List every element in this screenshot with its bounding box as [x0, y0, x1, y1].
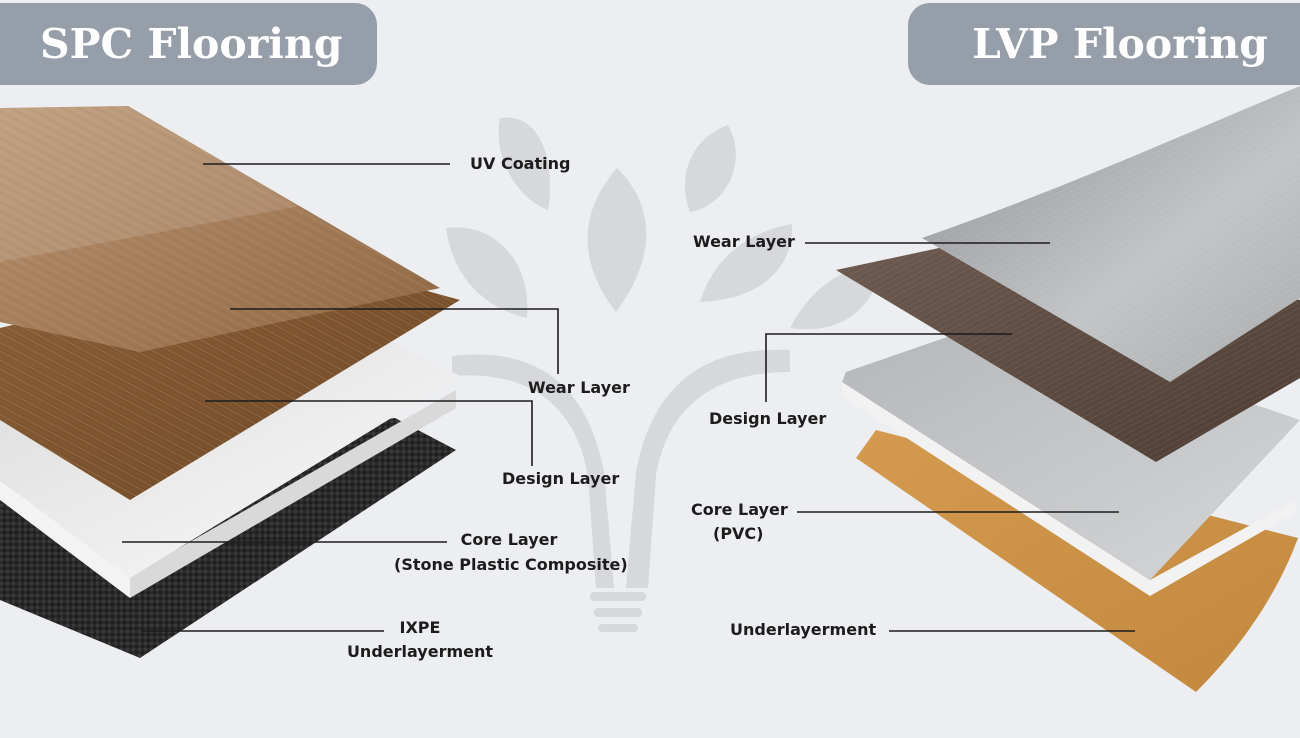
spc-core-edge-line: [130, 390, 456, 598]
lvp-core-layer-detail: (PVC): [713, 524, 764, 543]
lvp-design-layer-label: Design Layer: [709, 409, 827, 428]
lvp-wear-brush: [922, 86, 1300, 382]
spc-core-layer-detail: (Stone Plastic Composite): [394, 555, 628, 574]
lvp-design-leader: [765, 333, 1012, 402]
spc-layers: [0, 106, 460, 658]
lvp-title-banner: LVP Flooring: [908, 3, 1300, 85]
watermark-tree-icon: [446, 117, 885, 632]
spc-wear-sheen: [0, 106, 300, 262]
spc-uv-coating-label: UV Coating: [470, 154, 571, 173]
spc-title: SPC Flooring: [40, 20, 343, 68]
lvp-title: LVP Flooring: [972, 20, 1268, 68]
lvp-underlayment-label: Underlayerment: [730, 620, 877, 639]
lvp-wear-layer-label: Wear Layer: [693, 232, 795, 251]
spc-design-layer-label: Design Layer: [502, 469, 620, 488]
spc-title-banner: SPC Flooring: [0, 3, 377, 85]
lvp-core-layer-label: Core Layer (PVC): [691, 500, 788, 544]
spc-core-layer-label: Core Layer (Stone Plastic Composite): [394, 530, 628, 575]
lvp-layers: [836, 86, 1300, 692]
lvp-core-layer-title: Core Layer: [691, 500, 788, 519]
spc-core-layer-title: Core Layer: [460, 530, 558, 549]
spc-ixpe-detail: Underlayerment: [346, 642, 494, 661]
spc-design-leader: [205, 400, 533, 466]
spc-ixpe-label: IXPE Underlayerment: [340, 618, 500, 662]
lvp-underlayment-layer: [856, 430, 1298, 692]
spc-core-edge: [0, 480, 130, 598]
spc-wear-layer-label: Wear Layer: [528, 378, 630, 397]
leader-lines: [122, 163, 1135, 632]
spc-wear-grain: [0, 106, 440, 352]
spc-wear-leader: [230, 308, 559, 374]
spc-ixpe-title: IXPE: [399, 618, 441, 637]
